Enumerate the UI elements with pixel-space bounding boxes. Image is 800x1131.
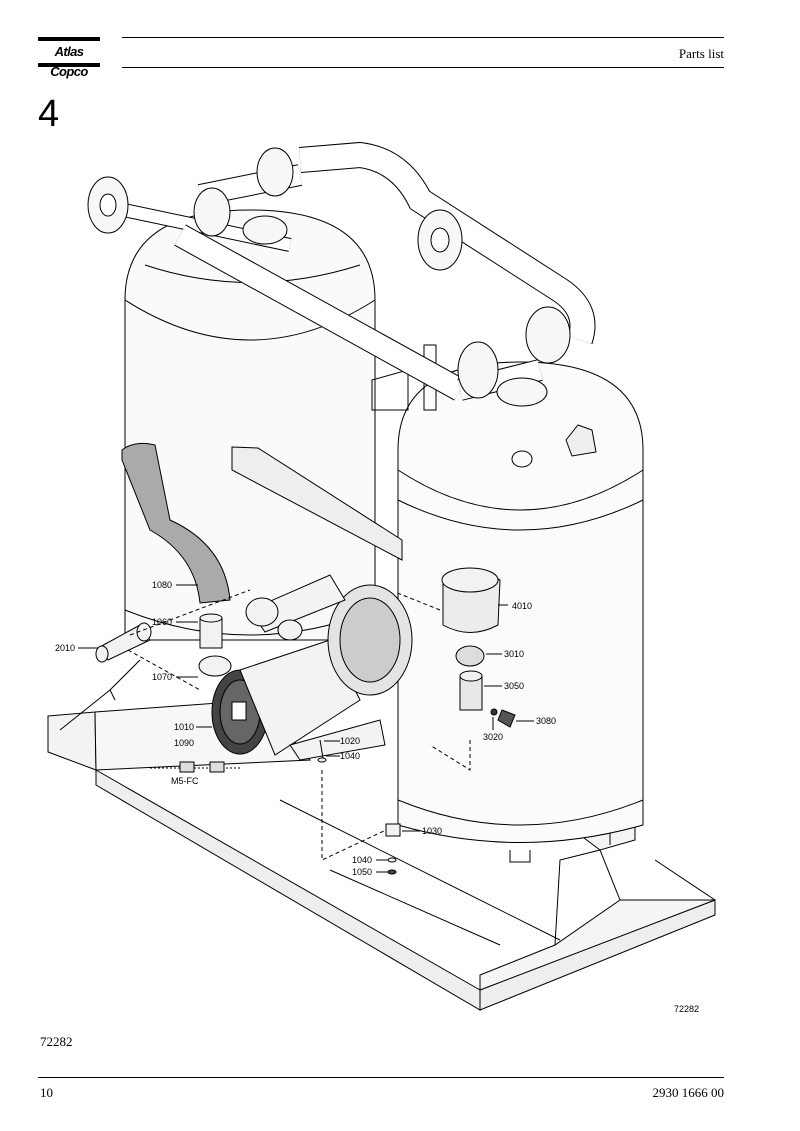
document-number: 2930 1666 00 [652, 1085, 725, 1100]
callout-1080: 1080 [152, 580, 172, 590]
callout-4010: 4010 [512, 601, 532, 611]
callout-3050: 3050 [504, 681, 524, 691]
callout-3010: 3010 [504, 649, 524, 659]
footer-rule [38, 1077, 724, 1078]
right-vessel [397, 361, 644, 863]
callout-2010: 2010 [55, 643, 75, 653]
logo-wordmark: Atlas Copco [50, 44, 88, 79]
callout-1040-upper: 1040 [340, 751, 360, 761]
callout-1030: 1030 [422, 826, 442, 836]
callout-m5fc: M5-FC [171, 776, 199, 786]
logo-bottom-bar [38, 63, 100, 67]
leader-lines [78, 584, 534, 873]
callout-3080: 3080 [536, 716, 556, 726]
blower-motor-1010 [211, 574, 413, 761]
header-title: Parts list [678, 46, 724, 61]
cable-1090 [150, 761, 240, 773]
callout-1070: 1070 [152, 672, 172, 682]
logo-top-bar [38, 37, 100, 41]
callout-3020: 3020 [483, 732, 503, 742]
atlas-copco-logo: Atlas Copco [38, 37, 100, 79]
callout-1020: 1020 [340, 736, 360, 746]
exploded-parts-drawing: 1080 1060 2010 1070 1010 1090 M5-FC 1020… [47, 141, 716, 1014]
header-top-rule [122, 37, 724, 38]
header-bottom-rule [122, 67, 724, 68]
callout-1050: 1050 [352, 867, 372, 877]
small-parts [95, 567, 516, 875]
part-callouts: 1080 1060 2010 1070 1010 1090 M5-FC 1020… [55, 580, 699, 1014]
pipe-flanges [87, 147, 571, 407]
callout-1010: 1010 [174, 722, 194, 732]
support-rail [231, 344, 437, 561]
callout-1040-lower: 1040 [352, 855, 372, 865]
section-number: 4 [38, 93, 60, 135]
drawing-number: 72282 [674, 1004, 699, 1014]
inlet-hose-1080 [121, 442, 231, 604]
callout-1060: 1060 [152, 617, 172, 627]
page-number: 10 [40, 1085, 53, 1100]
callout-1090: 1090 [174, 738, 194, 748]
assembly-lines [127, 589, 471, 861]
figure-reference: 72282 [40, 1034, 73, 1049]
